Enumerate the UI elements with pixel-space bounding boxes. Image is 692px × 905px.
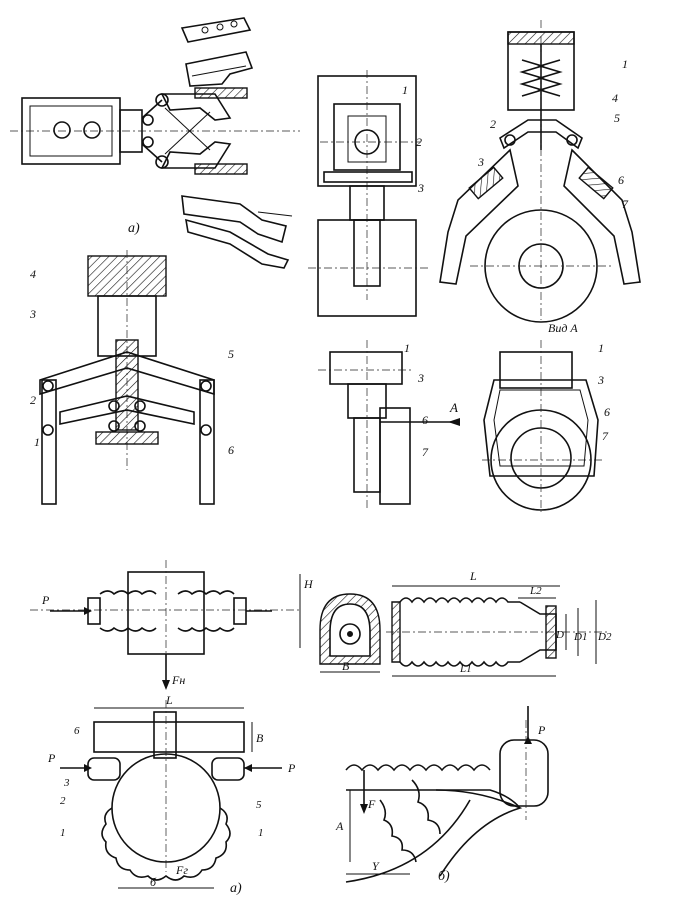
force-p-right: P [287,761,296,775]
callout-1-lever: 1 [34,435,40,449]
lever-gripper-view [39,250,215,505]
force-p-curved: P [537,723,546,737]
dim-y-label: Y [372,859,380,873]
finger-detail-2 [185,51,254,87]
callout-4-lever: 4 [30,267,36,281]
callout-3-assembly: 3 [63,777,70,789]
callout-7-view-a: 7 [602,429,609,443]
callout-6-assembly: 6 [74,725,80,737]
dim-h-label: H [303,577,314,591]
dim-l2-label: L2 [529,585,542,597]
dim-l1-label: L1 [459,663,472,675]
callout-7-spring: 7 [622,197,629,211]
force-fn-label: Fн [171,673,185,687]
callout-2-spring: 2 [490,117,496,131]
finger-detail-1 [180,17,252,43]
bellows-cross-section [319,593,381,673]
dim-d-label: D [555,629,564,641]
callout-1-view-a: 1 [598,341,604,355]
dim-b-section: B [342,659,350,673]
dim-d2-label: D2 [597,631,612,643]
force-fr-label: Fг [175,863,188,877]
view-a-caption: Вид А [548,321,578,335]
callout-3-spring: 3 [477,155,484,169]
callout-3-lever: 3 [29,307,36,321]
callout-3-side: 3 [417,371,424,385]
fig-b-bottom-label: б) [438,869,450,884]
callout-1-assembly-left: 1 [60,827,66,839]
dim-l-assembly: L [165,693,173,707]
bellows-front-view [30,560,301,690]
callout-1-spring: 1 [622,57,628,71]
clamp-front-view [308,70,428,317]
spring-gripper-view [439,20,641,323]
callout-2-clamp: 2 [416,135,422,149]
dim-a-label: A [335,819,344,833]
dim-b-assembly: B [256,731,264,745]
callout-1-clamp: 1 [402,83,408,97]
callout-6-side: 6 [422,413,428,427]
callout-6-view-a: 6 [604,405,610,419]
arrow-a-label: А [449,400,458,415]
fig-a-bottom-label: а) [230,881,242,896]
callout-6-spring: 6 [618,173,624,187]
dim-l-side: L [469,569,477,583]
force-p-left: P [47,751,56,765]
callout-1-assembly-right: 1 [258,827,264,839]
bellows-gripper-assembly [60,700,282,889]
curved-bellows-view [345,706,549,883]
fig-a-top-label: а) [128,221,140,236]
bellows-side-view [386,585,610,677]
force-p-front-left: P [41,593,50,607]
callout-1-side: 1 [404,341,410,355]
callout-7-side: 7 [422,445,429,459]
view-a-drawing [482,340,604,512]
callout-6-lever: 6 [228,443,234,457]
force-f-label: F [367,797,376,811]
dim-bb-label: б [150,875,157,889]
callout-2-lever: 2 [30,393,36,407]
callout-3-clamp: 3 [417,181,424,195]
gripper-plan-view [10,87,300,175]
callout-4-spring: 4 [612,91,618,105]
callout-2-assembly: 2 [60,795,66,807]
callout-5-lever: 5 [228,347,234,361]
callout-5-assembly: 5 [256,799,262,811]
finger-detail-3 [181,195,293,269]
callout-3-view-a: 3 [597,373,604,387]
callout-5-spring: 5 [614,111,620,125]
clamp-side-view [318,340,460,510]
dim-d1-label: D1 [573,631,587,643]
